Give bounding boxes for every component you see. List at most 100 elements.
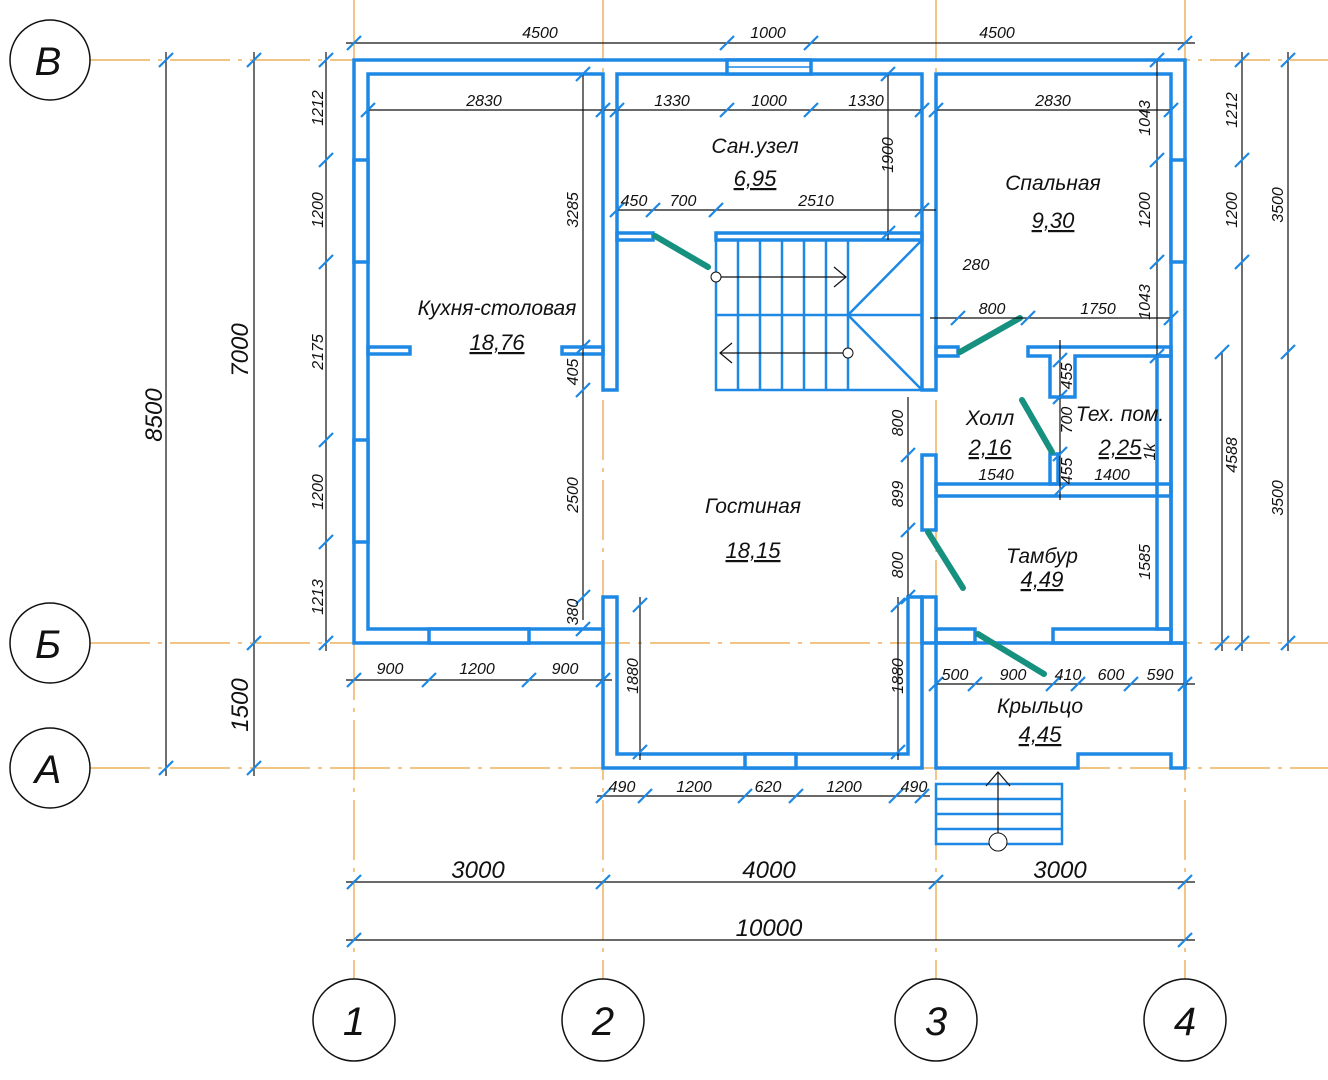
- dimension-label: 280: [962, 257, 990, 274]
- dimension-label: 2830: [1034, 93, 1071, 110]
- dimension-tick: [890, 744, 906, 760]
- dimension-tick: [575, 339, 591, 355]
- dimension-tick: [914, 202, 930, 218]
- room-area: 18,15: [725, 538, 781, 563]
- dimension-tick: [575, 589, 591, 605]
- dimension-label: 899: [890, 481, 907, 508]
- dimension-tick: [575, 382, 591, 398]
- dimension-tick: [1123, 676, 1139, 692]
- dimension-label: 3000: [451, 857, 505, 884]
- dimension-tick: [346, 932, 362, 948]
- dimension-label: 1043: [1137, 100, 1154, 136]
- dimension-tick: [575, 621, 591, 637]
- dimension-tick: [575, 66, 591, 82]
- axis-bubble-column: [561, 978, 645, 1062]
- dimension-label: 380: [565, 599, 582, 626]
- room-area: 4,49: [1021, 567, 1064, 592]
- dimension-label: 4500: [979, 25, 1015, 42]
- dimension-tick: [914, 788, 930, 804]
- dimension-label: 1750: [1080, 301, 1116, 318]
- dimension-label: 1330: [654, 93, 690, 110]
- dimension-tick: [1177, 874, 1193, 890]
- dimension-tick: [1234, 635, 1250, 651]
- axis-bubble-column: [894, 978, 978, 1062]
- dimension-tick: [1280, 635, 1296, 651]
- dimension-label: 600: [1098, 667, 1125, 684]
- dimension-tick: [637, 788, 653, 804]
- dimension-tick: [1020, 310, 1036, 326]
- dimension-label: 620: [755, 779, 782, 796]
- dimension-tick: [595, 672, 611, 688]
- dimension-tick: [318, 635, 334, 651]
- dimension-label: 1200: [1137, 192, 1154, 228]
- dimension-tick: [318, 534, 334, 550]
- dimension-tick: [914, 102, 930, 118]
- dimension-tick: [900, 589, 916, 605]
- dimension-label: 1200: [826, 779, 862, 796]
- dimension-label: 1213: [310, 579, 327, 615]
- dimension-label: 800: [979, 301, 1006, 318]
- dimension-tick: [928, 676, 944, 692]
- room-area: 18,76: [469, 330, 525, 355]
- dimension-tick: [928, 874, 944, 890]
- dimension-tick: [1234, 52, 1250, 68]
- dimension-label: 1000: [751, 93, 787, 110]
- porch-stairs: [934, 771, 1064, 852]
- axis-lines: [90, 0, 1328, 980]
- dimension-tick: [900, 447, 916, 463]
- dimension-label: 450: [621, 193, 648, 210]
- dimension-tick: [950, 310, 966, 326]
- doors: [652, 233, 1055, 677]
- dimension-tick: [967, 676, 983, 692]
- dimension-tick: [246, 635, 262, 651]
- dimension-tick: [719, 102, 735, 118]
- dimension-tick: [346, 672, 362, 688]
- dimension-tick: [360, 102, 376, 118]
- axis-label: А: [33, 748, 62, 792]
- room-name: Тех. пом.: [1076, 403, 1165, 426]
- dimension-label: 1k: [1142, 443, 1159, 461]
- dimension-tick: [880, 66, 896, 82]
- dimension-tick: [1177, 676, 1193, 692]
- dimension-tick: [1149, 152, 1165, 168]
- dimension-tick: [719, 35, 735, 51]
- axis-bubble-column: [312, 978, 396, 1062]
- axis-bubble-row: [9, 19, 91, 101]
- dimension-tick: [890, 597, 906, 613]
- dimension-tick: [158, 52, 174, 68]
- dimension-tick: [1177, 35, 1193, 51]
- dimension-tick: [888, 788, 904, 804]
- dimension-tick: [1177, 932, 1193, 948]
- room-name: Гостиная: [705, 495, 801, 518]
- dimension-tick: [595, 102, 611, 118]
- dimension-label: 7000: [227, 323, 254, 377]
- dimension-tick: [521, 672, 537, 688]
- dimension-tick: [595, 874, 611, 890]
- dimension-label: 900: [1000, 667, 1027, 684]
- dimension-tick: [803, 35, 819, 51]
- dimension-tick: [346, 874, 362, 890]
- axis-label: 4: [1174, 1000, 1196, 1044]
- dimension-tick: [708, 202, 724, 218]
- dimension-tick: [880, 225, 896, 241]
- axis-label: 2: [591, 1000, 614, 1044]
- dimension-tick: [318, 152, 334, 168]
- dimension-tick: [1234, 152, 1250, 168]
- dimension-tick: [318, 52, 334, 68]
- dimension-label: 2175: [310, 334, 327, 371]
- dimension-label: 3500: [1270, 187, 1287, 223]
- dimension-tick: [609, 102, 625, 118]
- dimension-tick: [1163, 102, 1179, 118]
- dimension-tick: [1149, 348, 1165, 364]
- dimension-label: 490: [609, 779, 636, 796]
- dimension-tick: [1149, 254, 1165, 270]
- dimension-label: 590: [1147, 667, 1174, 684]
- dimension-tick: [788, 788, 804, 804]
- dimension-label: 2510: [797, 193, 834, 210]
- dimension-tick: [318, 254, 334, 270]
- axis-label: 1: [343, 1000, 365, 1044]
- axis-bubble-column: [1143, 978, 1227, 1062]
- dimension-label: 1043: [1137, 284, 1154, 320]
- room-name: Кухня-столовая: [418, 297, 577, 320]
- dimension-label: 4500: [522, 25, 558, 42]
